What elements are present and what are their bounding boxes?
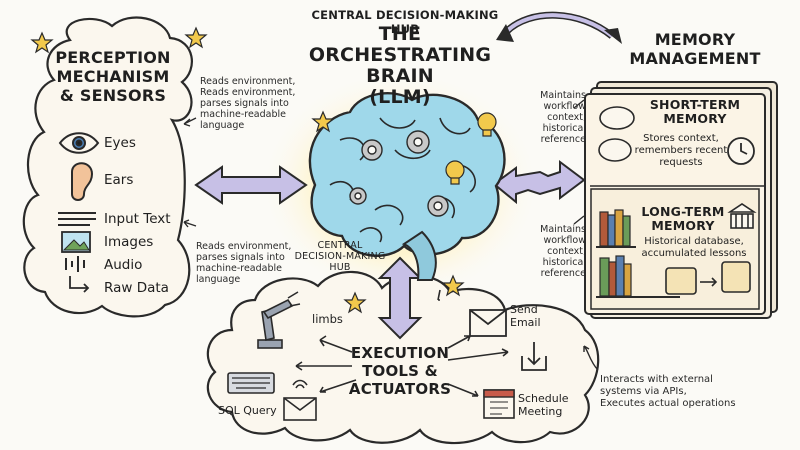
long-term-memory-title: LONG-TERM MEMORY [628,205,738,233]
text-lines-icon [58,212,96,226]
calendar-icon [483,389,515,419]
execution-item-sql-query: SQL Query [218,404,277,417]
clock-icon [727,137,755,165]
memory-note-bottom-line-5: reference [540,268,586,279]
short-term-title-line-2: MEMORY [663,111,727,126]
short-term-desc-line-2: remembers recent [634,145,728,156]
execution-note-line-3: Executes actual operations [600,398,736,409]
perception-note-bottom: Reads environment, parses signals into m… [196,241,306,285]
memory-note-bottom-line-2: workflow [543,235,586,246]
memory-note-bottom: Maintains workflow context, historical r… [526,224,586,279]
brain-memory-arrow [492,160,586,205]
thought-bubble-icon [598,106,635,162]
perception-note-top-line-1: Reads environment, [200,76,296,87]
robot-arm-icon [257,291,301,349]
perception-note-bottom-line-1: Reads environment, [196,241,292,252]
execution-item-limbs: limbs [312,312,343,326]
brain-title-line-3: (LLM) [369,86,431,108]
short-term-title-line-1: SHORT-TERM [649,97,741,112]
memory-note-bottom-line-4: historical [542,257,586,268]
download-icon [521,342,547,371]
scroll-icon [665,261,751,295]
email-sql-icon [283,379,317,421]
eye-icon [58,132,100,154]
building-icon [727,203,757,229]
perception-title-line-2: MECHANISM [56,67,170,86]
schedule-meeting-line-2: Meeting [518,405,563,418]
execution-flow-arrows [295,289,509,397]
execution-item-send-email: Send Email [510,303,541,329]
brain-illustration [308,92,506,281]
brain-title: THE ORCHESTRATING BRAIN (LLM) [300,24,500,108]
memory-note-top: Maintains workflow context, historical r… [526,90,586,145]
execution-title: EXECUTION TOOLS & ACTUATORS [340,344,460,398]
image-icon [61,231,91,253]
perception-item-images: Images [104,234,154,250]
memory-note-top-line-3: context, [547,112,586,123]
perception-title: PERCEPTION MECHANISM & SENSORS [48,48,178,105]
hub-label-top: CENTRAL DECISION-MAKING HUB [311,8,499,36]
perception-note-top-line-2: Reads environment, [200,87,296,98]
memory-note-top-line-1: Maintains [540,90,586,101]
brain-title-line-1: THE ORCHESTRATING [308,23,492,66]
memory-title-line-1: MEMORY [654,30,736,49]
send-email-line-1: Send [510,303,538,316]
perception-item-ears: Ears [104,172,134,188]
perception-title-line-1: PERCEPTION [55,48,171,67]
raw-data-arrow-icon [69,276,90,293]
audio-icon [65,256,85,272]
perception-note-bottom-line-2: parses signals into [196,252,285,263]
memory-title-line-2: MANAGEMENT [629,49,761,68]
brain-title-line-2: BRAIN [366,65,434,87]
perception-item-input-text: Input Text [104,211,171,227]
note-pointer-arrows [183,99,599,371]
keyboard-icon [227,372,275,394]
perception-note-bottom-line-3: machine-readable [196,263,282,274]
execution-note: Interacts with external systems via APIs… [600,374,790,410]
schedule-meeting-line-1: Schedule [518,392,569,405]
memory-note-top-line-2: workflow [543,101,586,112]
send-email-line-2: Email [510,316,541,329]
execution-item-schedule-meeting: Schedule Meeting [518,392,569,418]
decorative-stars [30,26,465,314]
send-email-envelope-icon [469,309,507,337]
perception-note-top-line-4: machine-readable [200,109,286,120]
short-term-desc-line-1: Stores context, [643,133,719,144]
hub-label-bottom: CENTRAL DECISION-MAKING HUB [285,240,395,273]
ear-icon [71,162,94,201]
bookshelf-icon [596,209,680,298]
execution-title-line-3: ACTUATORS [348,380,452,398]
memory-title: MEMORY MANAGEMENT [620,30,770,68]
perception-note-top: Reads environment, Reads environment, pa… [200,76,310,131]
memory-note-top-line-4: historical [542,123,586,134]
short-term-desc-line-3: requests [659,157,703,168]
perception-item-audio: Audio [104,257,143,273]
perception-note-top-line-3: parses signals into [200,98,289,109]
long-term-desc-line-2: accumulated lessons [641,248,747,259]
long-term-desc-line-1: Historical database, [644,236,744,247]
memory-note-top-line-5: reference [540,134,586,145]
memory-note-bottom-line-3: context, [547,246,586,257]
long-term-memory-desc: Historical database, accumulated lessons [634,236,754,260]
execution-note-line-1: Interacts with external [600,374,713,385]
execution-note-line-2: systems via APIs, [600,386,687,397]
perception-note-bottom-line-4: language [196,274,241,285]
memory-note-bottom-line-1: Maintains [540,224,586,235]
perception-brain-arrow [194,165,308,205]
long-term-title-line-1: LONG-TERM [641,204,725,219]
execution-title-line-1: EXECUTION [350,344,450,362]
hub-label-bottom-line-3: HUB [329,262,351,273]
execution-title-line-2: TOOLS & [362,362,438,380]
perception-item-eyes: Eyes [104,135,136,151]
perception-title-line-3: & SENSORS [59,86,167,105]
hub-label-bottom-line-1: CENTRAL [317,240,363,251]
perception-note-top-line-5: language [200,120,245,131]
short-term-memory-title: SHORT-TERM MEMORY [630,98,760,126]
brain-execution-arrow [377,256,423,340]
perception-item-raw-data: Raw Data [104,280,169,296]
short-term-memory-desc: Stores context, remembers recent request… [628,133,734,169]
hub-label-bottom-line-2: DECISION-MAKING [294,251,386,262]
long-term-title-line-2: MEMORY [651,218,715,233]
